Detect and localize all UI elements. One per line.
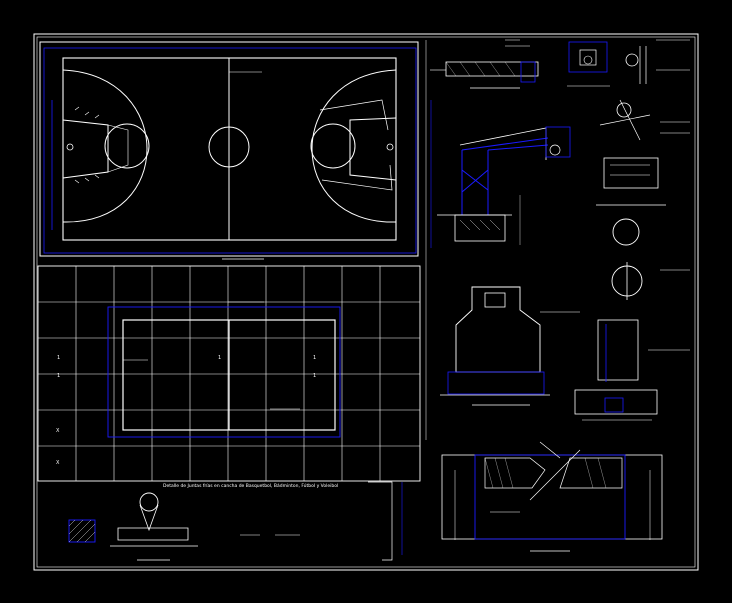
joints-caption: Detalle de Juntas frías en cancha de Bas… — [163, 484, 339, 489]
joint-details — [68, 481, 403, 561]
axis-x-bottom: X — [56, 460, 60, 466]
top-details — [430, 39, 690, 87]
right-details — [574, 99, 690, 421]
grid-mark-1: 1 — [57, 355, 61, 361]
grid-frac-bottom: 1 — [313, 373, 317, 379]
backboard-section — [440, 286, 580, 406]
grid-frac-top: 1 — [57, 373, 61, 379]
grid-mark-2: 1 — [218, 355, 222, 361]
basketball-court-plan — [39, 41, 419, 260]
grid-mark-3: 1 — [313, 355, 317, 361]
goal-section — [441, 441, 663, 552]
joints-grid-plan — [37, 265, 421, 482]
sheet-border — [33, 33, 699, 571]
axis-x-top: X — [56, 428, 60, 434]
basketball-pole-elevation — [430, 87, 571, 248]
